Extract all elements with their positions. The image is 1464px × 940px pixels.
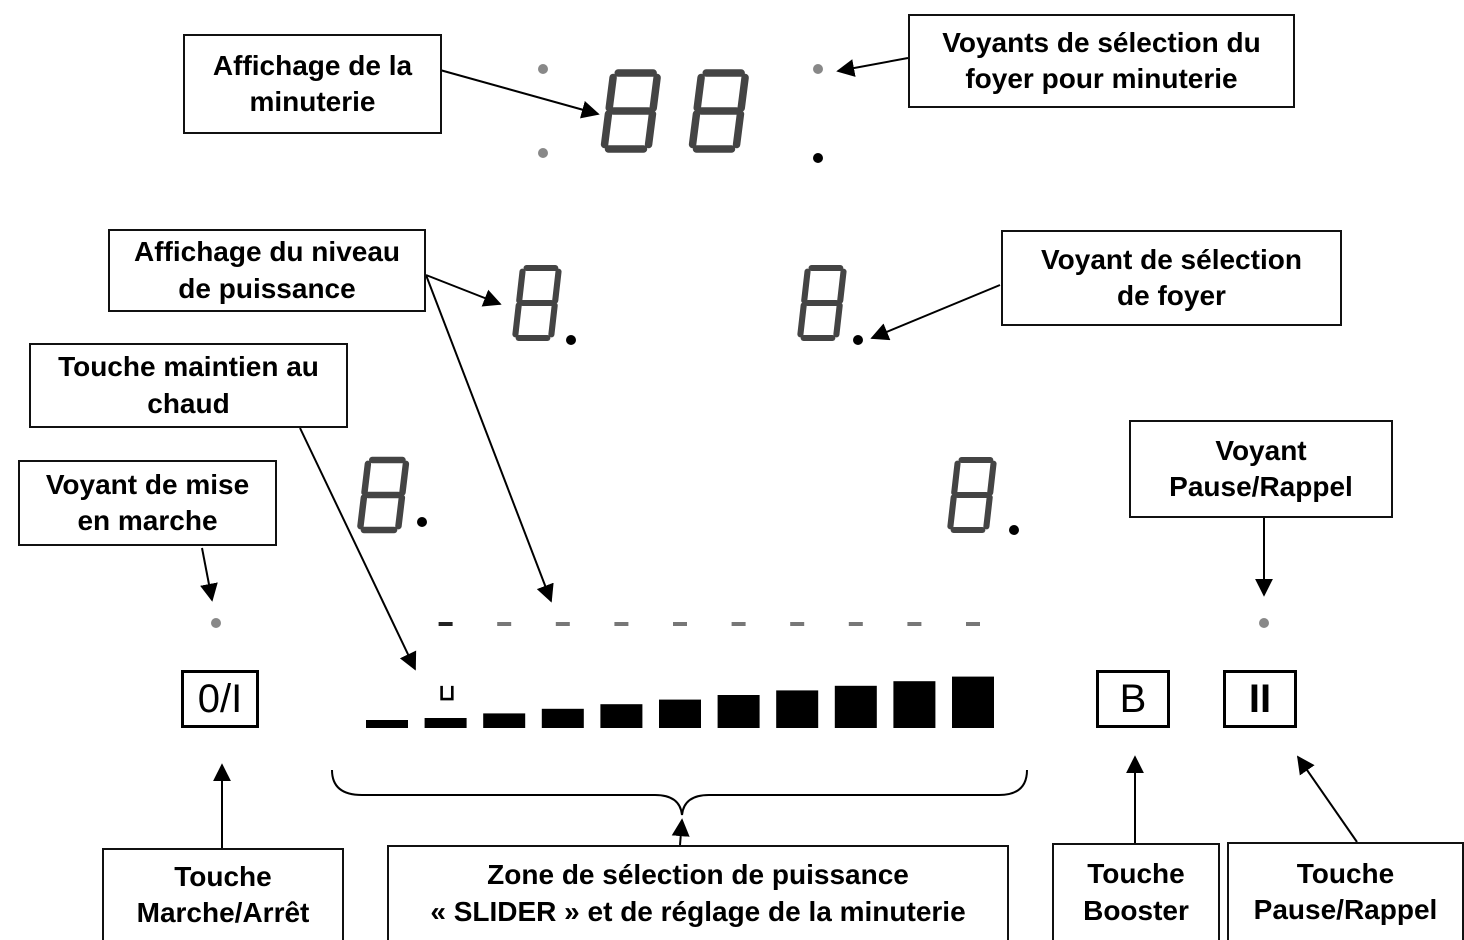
zone-led-rear-right <box>853 335 863 345</box>
arrow-zone-led <box>870 284 1001 341</box>
slider-level-bar[interactable] <box>541 708 584 728</box>
digit-segment <box>987 460 997 496</box>
digit-segment <box>395 494 406 530</box>
power-on-led <box>211 618 221 628</box>
arrow-power-display-2 <box>425 274 554 603</box>
label-power-on-led: Voyant de mise en marche <box>18 460 277 546</box>
power-digit-rear-left <box>512 264 562 342</box>
slider-level-dash <box>555 622 570 626</box>
arrow-pause-key <box>1296 755 1358 843</box>
digit-segment <box>801 268 811 304</box>
digit-segment <box>516 268 526 304</box>
label-on-off-key: Touche Marche/Arrêt <box>102 848 344 940</box>
label-pause-key: Touche Pause/Rappel <box>1227 842 1464 940</box>
arrow-slider-zone <box>671 818 690 846</box>
keep-warm-icon: ⊔ <box>438 680 456 705</box>
digit-segment <box>693 73 705 112</box>
timer-zone-led-front-right <box>813 153 823 163</box>
power-digit-front-right <box>947 456 997 534</box>
pause-led <box>1259 618 1269 628</box>
slider-level-bar[interactable] <box>424 718 467 728</box>
digit-segment <box>947 494 957 530</box>
arrow-power-on-led <box>200 547 218 602</box>
pause-key[interactable]: II <box>1223 670 1297 728</box>
digit-segment <box>837 268 847 304</box>
digit-segment <box>548 302 558 338</box>
digit-segment <box>797 302 807 338</box>
zone-led-front-left <box>417 517 427 527</box>
label-pause-led: Voyant Pause/Rappel <box>1129 420 1393 518</box>
slider-level-dash <box>966 622 980 626</box>
digit-segment <box>732 110 745 149</box>
on-off-key[interactable]: 0/I <box>181 670 259 728</box>
arrow-timer-zone-led <box>836 57 909 77</box>
timer-digit-tens <box>600 69 661 153</box>
zone-led-front-right <box>1009 525 1019 535</box>
slider-level-dash <box>673 622 687 626</box>
slider-level-bar[interactable] <box>893 681 936 728</box>
power-digit-front-left <box>357 456 410 534</box>
slider-brace <box>331 769 1028 816</box>
digit-segment <box>357 494 368 530</box>
digit-segment <box>737 73 749 112</box>
timer-zone-led-rear-left <box>538 64 548 74</box>
booster-key[interactable]: B <box>1096 670 1170 728</box>
slider-level-bar[interactable] <box>366 720 408 728</box>
slider-level-dash <box>438 622 453 626</box>
slider-level-bar[interactable] <box>483 713 526 728</box>
timer-zone-led-front-left <box>538 148 548 158</box>
digit-segment <box>605 73 617 112</box>
slider-level-bar[interactable] <box>659 699 701 728</box>
digit-segment <box>512 302 522 338</box>
digit-segment <box>399 460 410 496</box>
power-digit-rear-right <box>797 264 847 342</box>
slider-level-bar[interactable] <box>600 704 643 728</box>
digit-segment <box>951 460 961 496</box>
digit-segment <box>833 302 843 338</box>
slider-level-dash <box>907 622 922 626</box>
digit-segment <box>600 110 613 149</box>
slider-level-dash <box>848 622 863 626</box>
arrow-timer-display <box>439 69 600 119</box>
arrow-power-display-1 <box>425 274 502 307</box>
slider-level-dash <box>731 622 746 626</box>
timer-zone-led-rear-right <box>813 64 823 74</box>
label-power-display: Affichage du niveau de puissance <box>108 229 426 312</box>
digit-segment <box>983 494 993 530</box>
timer-digit-units <box>688 69 749 153</box>
label-timer-zone-leds: Voyants de sélection du foyer pour minut… <box>908 14 1295 108</box>
slider-level-bar[interactable] <box>717 695 760 728</box>
arrow-keep-warm <box>299 427 417 671</box>
zone-led-rear-left <box>566 335 576 345</box>
digit-segment <box>649 73 661 112</box>
label-keep-warm: Touche maintien au chaud <box>29 343 348 428</box>
slider-level-bar[interactable] <box>952 676 994 728</box>
slider-level-bar[interactable] <box>834 685 877 728</box>
digit-segment <box>552 268 562 304</box>
label-booster-key: Touche Booster <box>1052 843 1220 940</box>
digit-segment <box>688 110 701 149</box>
digit-segment <box>361 460 372 496</box>
label-slider-zone: Zone de sélection de puissance « SLIDER … <box>387 845 1009 940</box>
slider-level-dash <box>790 622 805 626</box>
label-zone-led: Voyant de sélection de foyer <box>1001 230 1342 326</box>
slider-level-bar[interactable] <box>776 690 819 728</box>
slider-level-dash <box>497 622 512 626</box>
digit-segment <box>644 110 657 149</box>
label-timer-display: Affichage de la minuterie <box>183 34 442 134</box>
slider-level-dash <box>614 622 629 626</box>
